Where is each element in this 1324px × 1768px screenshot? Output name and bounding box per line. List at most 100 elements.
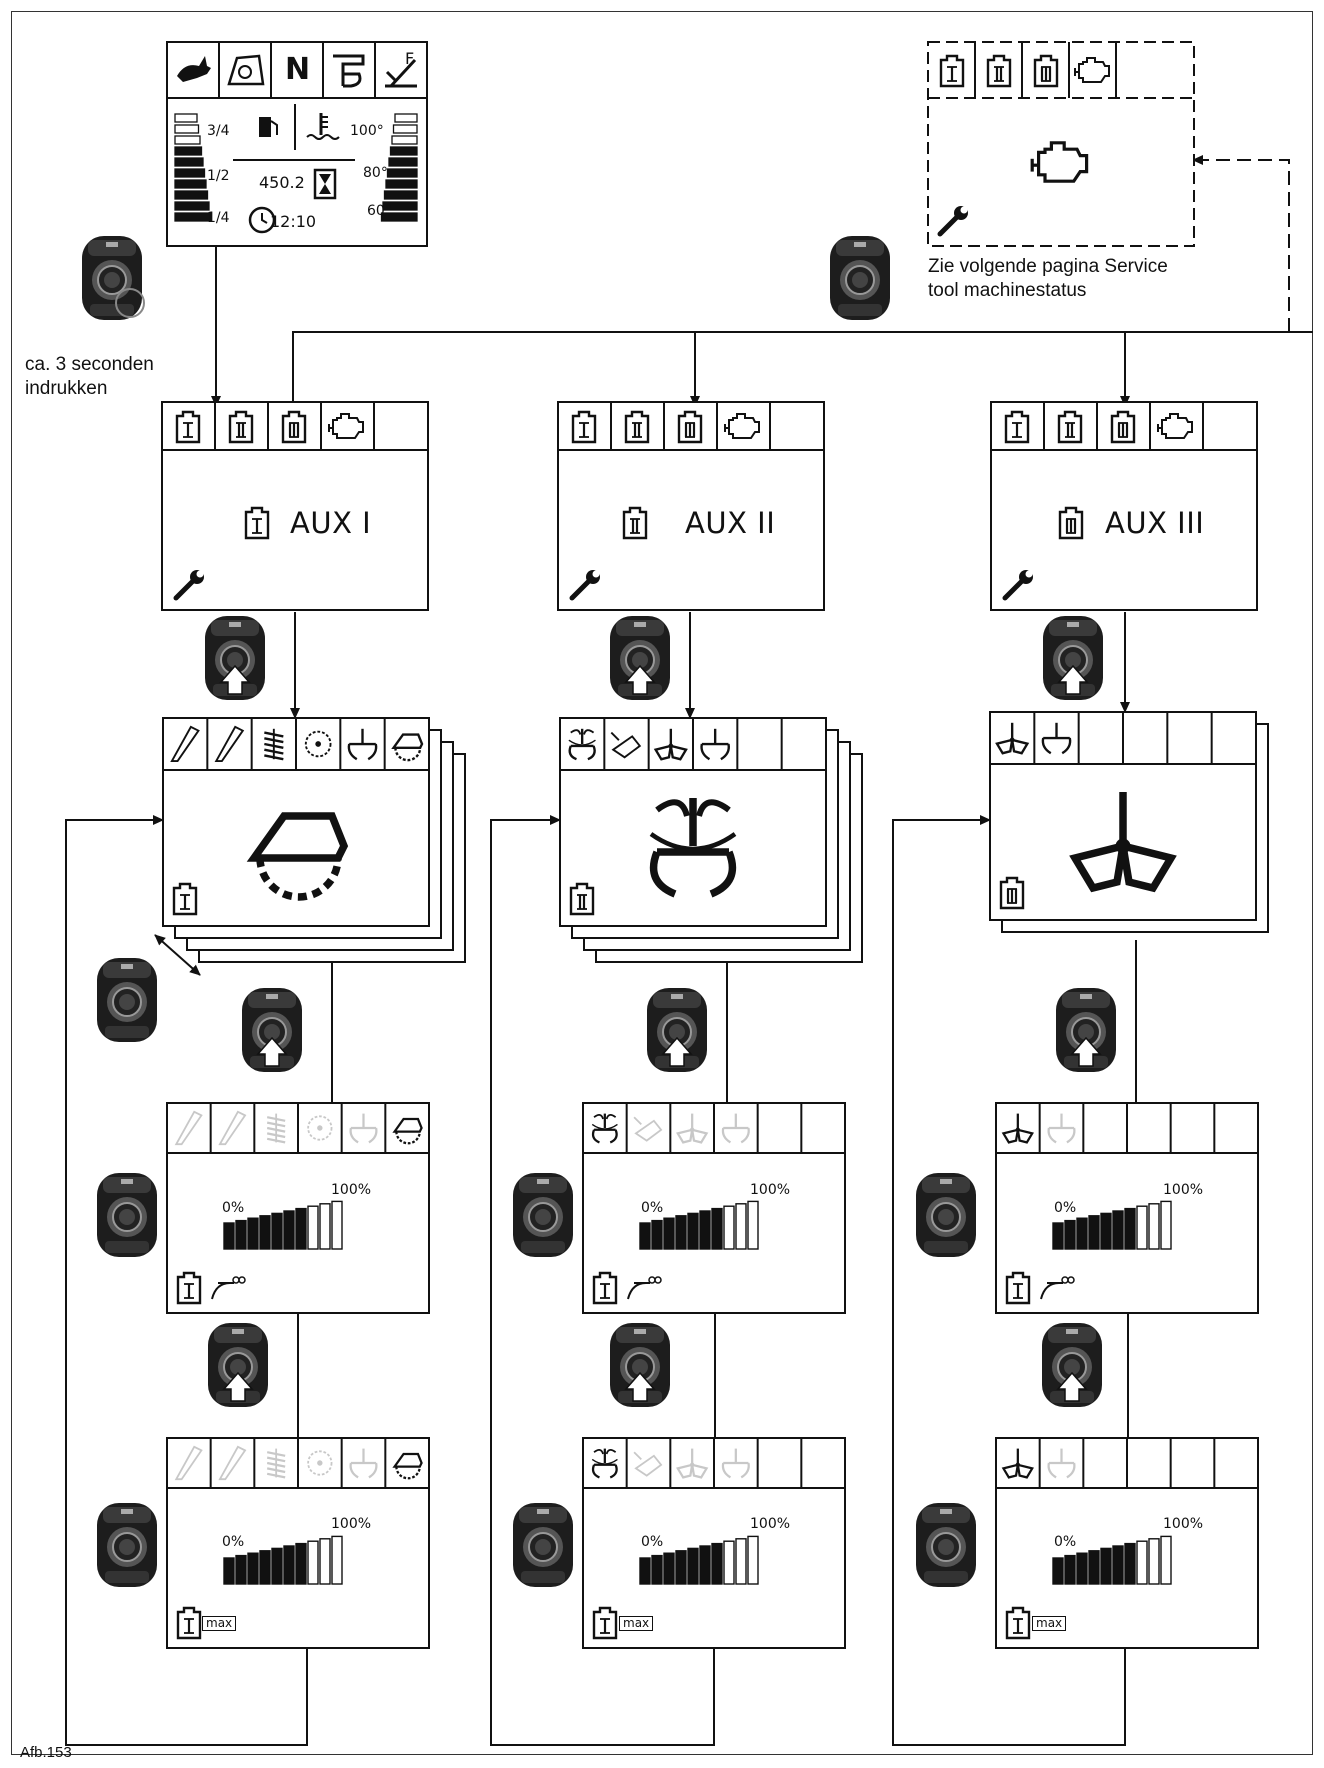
- flow-bar: [224, 1223, 234, 1249]
- flow-min-label: 0%: [641, 1534, 663, 1550]
- flow-screen-2: [583, 1103, 845, 1313]
- temp-bar: [395, 114, 417, 122]
- flow-bar: [748, 1536, 758, 1584]
- joystick-scroll-icon: [513, 1503, 573, 1587]
- flow-bar: [320, 1204, 330, 1249]
- flow-bar: [1125, 1544, 1135, 1584]
- flow-min-label: 0%: [222, 1200, 244, 1216]
- press-note: ca. 3 seconden indrukken: [25, 353, 154, 401]
- fuel-mark-3-4: 3/4: [207, 123, 230, 139]
- svg-text:F: F: [405, 49, 414, 68]
- figure-caption: Afb.153: [20, 1744, 72, 1761]
- neutral-gear-indicator: N: [285, 52, 310, 87]
- flow-bar: [676, 1551, 686, 1584]
- flow-bar: [272, 1213, 282, 1249]
- tool-screen-stack-3: [990, 712, 1268, 932]
- flow-bar: [1125, 1209, 1135, 1249]
- flow-bar: [688, 1213, 698, 1249]
- temp-bar: [389, 158, 417, 166]
- flow-min-label: 0%: [222, 1534, 244, 1550]
- fuel-bar: [175, 125, 199, 133]
- flow-bar: [236, 1221, 246, 1249]
- flow-bar: [260, 1216, 270, 1249]
- flow-bar: [688, 1548, 698, 1584]
- flow-bar: [1089, 1216, 1099, 1249]
- flow-bar: [676, 1216, 686, 1249]
- flow-min-label: 0%: [1054, 1200, 1076, 1216]
- fuel-mark-1-2: 1/2: [207, 168, 230, 184]
- flow-bar: [284, 1546, 294, 1584]
- flow-max-label: 100%: [331, 1182, 371, 1198]
- flow-bar: [736, 1204, 746, 1249]
- fuel-bar: [175, 147, 202, 155]
- flow-bar: [260, 1551, 270, 1584]
- flow-bar: [236, 1556, 246, 1584]
- flow-bar: [724, 1541, 734, 1584]
- flow-screen-1: [167, 1103, 429, 1313]
- flow-bar: [640, 1223, 650, 1249]
- flow-bar: [308, 1541, 318, 1584]
- joystick-scroll-icon: [916, 1173, 976, 1257]
- temp-mark-100: 100°: [350, 123, 384, 139]
- joystick-scroll-icon: [830, 236, 890, 320]
- service-note-line-1: Zie volgende pagina Service: [928, 255, 1168, 279]
- flow-bar: [296, 1544, 306, 1584]
- flow-min-label: 0%: [1054, 1534, 1076, 1550]
- joystick-scroll-icon: [97, 1503, 157, 1587]
- temp-bar: [392, 136, 417, 144]
- flow-bar: [308, 1206, 318, 1249]
- aux-bus-line: [293, 332, 1313, 406]
- temp-bar: [385, 191, 418, 199]
- flow-min-label: 0%: [641, 1200, 663, 1216]
- flow-bar: [1101, 1213, 1111, 1249]
- flow-bar: [640, 1558, 650, 1584]
- aux-menu-label-1: AUX I: [290, 506, 371, 540]
- flow-bar: [724, 1206, 734, 1249]
- fuel-mark-1-4: 1/4: [207, 210, 230, 226]
- service-note-line-2: tool machinestatus: [928, 279, 1168, 303]
- flow-bar: [332, 1536, 342, 1584]
- flow-bar: [1053, 1223, 1063, 1249]
- flow-bar: [224, 1558, 234, 1584]
- flow-bar: [248, 1218, 258, 1249]
- flow-bar: [664, 1218, 674, 1249]
- max-flow-badge: max: [202, 1616, 236, 1631]
- max-flow-badge: max: [619, 1616, 653, 1631]
- fuel-bar: [175, 191, 208, 199]
- flow-max-label: 100%: [1163, 1182, 1203, 1198]
- fuel-bar: [175, 213, 211, 221]
- fuel-bar: [175, 158, 203, 166]
- clock-time: 12:10: [270, 212, 316, 231]
- fuel-bar: [175, 114, 197, 122]
- flow-bar: [652, 1221, 662, 1249]
- joystick-scroll-icon: [97, 1173, 157, 1257]
- tool-screen-stack-1: [163, 718, 465, 962]
- temp-bar: [391, 147, 418, 155]
- flow-max-label: 100%: [1163, 1516, 1203, 1532]
- flow-screen-3: [996, 1103, 1258, 1313]
- service-tool-screen: [928, 42, 1194, 246]
- fuel-bar: [175, 180, 206, 188]
- joystick-press-icon: [82, 236, 142, 320]
- temp-bar: [394, 125, 418, 133]
- aux-menu-label-2: AUX II: [685, 506, 775, 540]
- flow-bar: [664, 1553, 674, 1584]
- flow-bar: [1161, 1536, 1171, 1584]
- flow-max-label: 100%: [750, 1516, 790, 1532]
- flow-bar: [1113, 1211, 1123, 1249]
- press-note-line-2: indrukken: [25, 377, 154, 401]
- temp-bar: [386, 180, 417, 188]
- flow-bar: [700, 1211, 710, 1249]
- flow-bar: [748, 1201, 758, 1249]
- flow-bar: [712, 1544, 722, 1584]
- flow-bar: [332, 1201, 342, 1249]
- flow-bar: [712, 1209, 722, 1249]
- flow-max-label: 100%: [750, 1182, 790, 1198]
- fuel-bar: [175, 202, 209, 210]
- flow-bar: [1077, 1218, 1087, 1249]
- fuel-bar: [175, 136, 200, 144]
- joystick-scroll-icon: [97, 958, 157, 1042]
- temp-mark-60: 60°: [367, 203, 392, 219]
- service-note: Zie volgende pagina Service tool machine…: [928, 255, 1168, 303]
- aux-menu-label-3: AUX III: [1105, 506, 1204, 540]
